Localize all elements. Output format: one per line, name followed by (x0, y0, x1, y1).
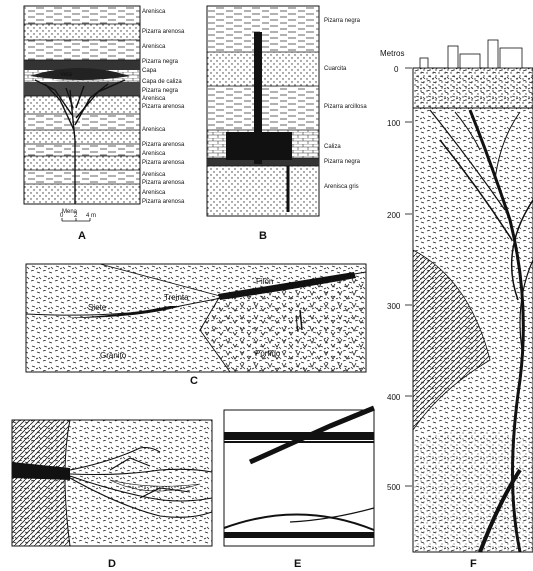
panel-b-label-1: Pizarra negra (324, 18, 361, 24)
panel-b-column (207, 6, 319, 216)
panel-a-label-5: Capa (142, 68, 157, 74)
panel-a-label-14: Arenisca (142, 172, 166, 178)
panel-c-section (26, 264, 366, 372)
panel-a-label-16: Arenisca (142, 190, 166, 196)
panel-b-label-2: Cuarcita (324, 66, 347, 72)
panel-a-layer-labels: Arenisca Pizarra arenosa Arenisca Pizarr… (142, 9, 185, 205)
panel-f-tick-100: 100 (387, 119, 401, 128)
panel-b-label-4: Caliza (324, 144, 341, 150)
panel-a-label-15: Pizarra arenosa (142, 180, 185, 186)
panel-a-label-9: Pizarra arenosa (142, 104, 185, 110)
panel-a-label-11: Pizarra arenosa (142, 142, 185, 148)
panel-f-section (413, 40, 533, 552)
panel-a-label-8: Arenisca (142, 96, 166, 102)
panel-c-label-siete: Siete (88, 303, 107, 312)
panel-a-label-4: Pizarra negra (142, 59, 179, 65)
panel-b-letter: B (259, 230, 267, 242)
panel-c-label-porfido: Pórfido (255, 349, 281, 358)
panel-a-vein-label: Veta (60, 72, 73, 78)
panel-d-section (12, 420, 212, 546)
panel-c-label-filon: Filón (256, 277, 273, 286)
panel-f-tick-300: 300 (387, 302, 401, 311)
panel-a-label-12: Arenisca (142, 151, 166, 157)
panel-f-tick-400: 400 (387, 393, 401, 402)
panel-f-tick-500: 500 (387, 483, 401, 492)
panel-b-label-6: Arenisca gris (324, 184, 359, 190)
panel-a-label-13: Pizarra arenosa (142, 160, 185, 166)
panel-e-letter: E (294, 558, 301, 570)
panel-a-label-6: Capa de caliza (142, 79, 182, 85)
panel-c-label-granito: Granito (100, 351, 127, 360)
panel-e-section (224, 408, 374, 546)
panel-c-letter: C (190, 375, 198, 387)
panel-f-letter: F (470, 558, 477, 570)
panel-b-label-5: Pizarra negra (324, 159, 361, 165)
panel-a-label-2: Pizarra arenosa (142, 29, 185, 35)
panel-a-label-1: Arenisca (142, 9, 166, 15)
panel-f-tick-200: 200 (387, 211, 401, 220)
panel-b-layer-labels: Pizarra negra Cuarcita Pizarra arcillosa… (324, 18, 367, 190)
panel-f-tick-0: 0 (394, 65, 399, 74)
panel-a-label-3: Arenisca (142, 44, 166, 50)
panel-f-axis: Metros 0 100 200 300 400 500 (380, 49, 412, 492)
panel-a-scale-tick-2: 4 m (86, 213, 96, 219)
panel-a-column (24, 6, 140, 204)
panel-d-letter: D (108, 558, 116, 570)
panel-a-label-10: Arenisca (142, 127, 166, 133)
panel-f-axis-title: Metros (380, 49, 404, 58)
panel-a-scale-tick-1: 2 (74, 213, 78, 219)
panel-a-label-17: Pizarra arenosa (142, 199, 185, 205)
panel-f-buildings (420, 40, 522, 68)
panel-a-letter: A (78, 230, 86, 242)
panel-b-label-3: Pizarra arcillosa (324, 104, 367, 110)
panel-a-scale: Mena 0 2 4 m (60, 209, 96, 221)
panel-c-label-treinta: Treinta (164, 293, 189, 302)
panel-a-label-7: Pizarra negra (142, 88, 179, 94)
